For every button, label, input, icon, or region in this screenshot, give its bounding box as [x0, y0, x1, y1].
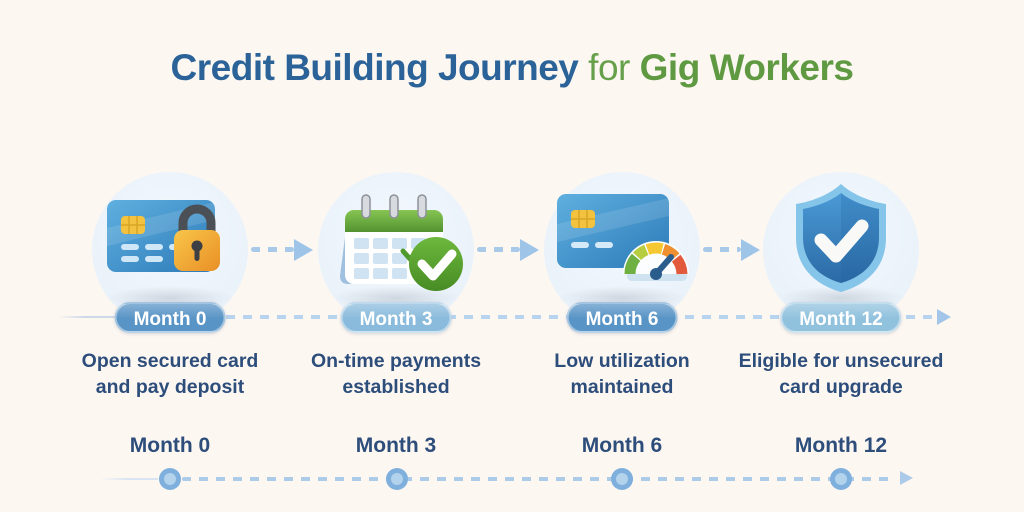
credit-utilization-gauge-icon [557, 194, 689, 281]
bottom-timeline-dashed-line [182, 477, 894, 481]
milestone-description: Low utilization maintained [507, 348, 737, 400]
milestone-description: Open secured card and pay deposit [55, 348, 285, 400]
timeline-dot-month-6 [611, 468, 633, 490]
icon-connector-arrow-icon [741, 239, 760, 261]
description-line2: and pay deposit [95, 376, 245, 398]
month-badge: Month 3 [340, 302, 452, 333]
timeline-dot-month-0 [159, 468, 181, 490]
icon-box [766, 180, 916, 295]
milestone-month-3: Month 3 On-time payments established Mon… [281, 0, 511, 512]
description-line2: card upgrade [779, 376, 903, 398]
calendar-check-icon [340, 194, 463, 291]
mid-timeline-dashed-line [124, 315, 936, 319]
credit-card-lock-icon [107, 200, 220, 272]
mid-timeline-intro-line [58, 316, 124, 318]
icon-connector-dashes [251, 247, 294, 252]
description-line2: established [342, 376, 450, 398]
icon-connector-arrow-icon [520, 239, 539, 261]
description-line1: Open secured card [81, 350, 259, 372]
axis-label: Month 0 [129, 434, 211, 457]
month-badge: Month 6 [566, 302, 678, 333]
milestone-description: On-time payments established [281, 348, 511, 400]
bottom-timeline-arrow-icon [900, 471, 913, 485]
timeline-dot-inner [616, 473, 628, 485]
icon-connector-dashes [477, 247, 520, 252]
timeline-dot-inner [835, 473, 847, 485]
description-line1: Eligible for unsecured [738, 350, 944, 372]
timeline-dot-inner [164, 473, 176, 485]
timeline-dot-inner [391, 473, 403, 485]
icon-connector-arrow-icon [294, 239, 313, 261]
axis-label: Month 3 [355, 434, 437, 457]
mid-timeline-arrow-icon [937, 309, 951, 325]
shield-check-icon [796, 184, 886, 292]
title-for-text: for [588, 46, 630, 88]
title-blue-text: Credit Building Journey [170, 46, 579, 88]
description-line1: Low utilization [554, 350, 690, 372]
page-title: Credit Building Journey for Gig Workers [0, 47, 1024, 89]
milestone-description: Eligible for unsecured card upgrade [726, 348, 956, 400]
milestone-month-6: Month 6 Low utilization maintained Month… [507, 0, 737, 512]
bottom-timeline-intro-line [100, 478, 158, 480]
timeline-dot-month-12 [830, 468, 852, 490]
title-green-text: Gig Workers [639, 46, 854, 88]
milestone-month-0: Month 0 Open secured card and pay deposi… [55, 0, 285, 512]
month-badge: Month 0 [114, 302, 226, 333]
milestone-month-12: Month 12 Eligible for unsecured card upg… [726, 0, 956, 512]
icon-box [95, 180, 245, 295]
icon-box [321, 180, 471, 295]
axis-label: Month 12 [794, 434, 888, 457]
axis-label: Month 6 [581, 434, 663, 457]
icon-connector-dashes [703, 247, 741, 252]
icon-box [547, 180, 697, 295]
description-line2: maintained [570, 376, 674, 398]
month-badge: Month 12 [780, 302, 902, 333]
description-line1: On-time payments [310, 350, 482, 372]
timeline-dot-month-3 [386, 468, 408, 490]
